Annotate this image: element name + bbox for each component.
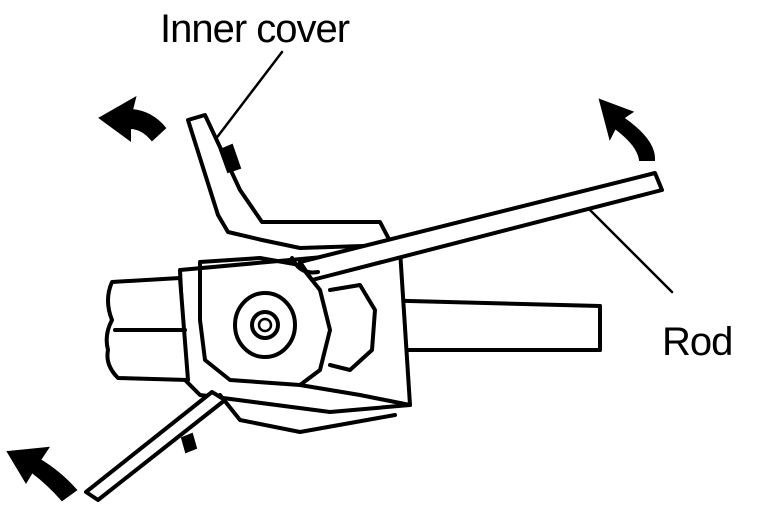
- curved-arrow-icon: [98, 95, 167, 142]
- leader-line-rod: [583, 203, 674, 294]
- label-rod: Rod: [662, 320, 732, 364]
- curved-arrow-icon: [598, 98, 656, 161]
- stub-axle: [104, 276, 190, 382]
- lower-flap: [84, 390, 227, 502]
- leader-line-inner-cover: [213, 50, 284, 142]
- joint-spider: [233, 291, 297, 359]
- curved-arrow-icon: [6, 446, 78, 502]
- label-inner-cover: Inner cover: [160, 7, 350, 51]
- rod: [290, 171, 664, 282]
